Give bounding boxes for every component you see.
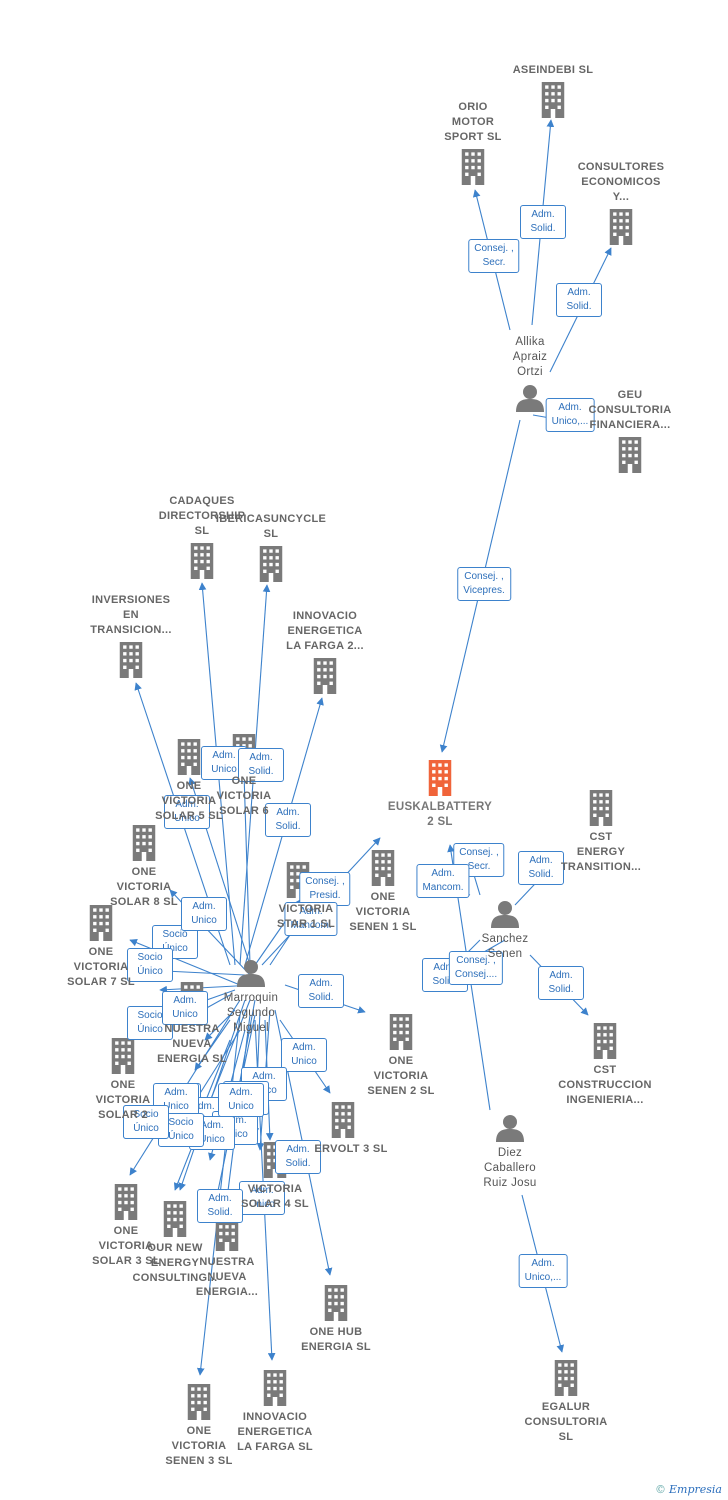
- relation-label[interactable]: Adm. Unico: [164, 795, 210, 829]
- relation-label[interactable]: Adm. Unico,...: [518, 1254, 568, 1288]
- empresia-credit: ©Empresia: [655, 1483, 722, 1496]
- consultores-label[interactable]: CONSULTORES ECONOMICOS Y...: [577, 161, 665, 203]
- building-icon[interactable]: [428, 760, 452, 796]
- relation-edge: [173, 999, 251, 1191]
- relation-label[interactable]: Adm. Mancom.: [284, 902, 338, 936]
- building-icon[interactable]: [541, 82, 565, 118]
- building-icon[interactable]: [618, 437, 642, 473]
- building-icon[interactable]: [324, 1285, 348, 1321]
- ovs8-label[interactable]: ONE VICTORIA SOLAR 8 SL: [110, 866, 178, 908]
- copyright-symbol: ©: [655, 1483, 666, 1496]
- ovsenen3-label[interactable]: ONE VICTORIA SENEN 3 SL: [165, 1425, 233, 1467]
- relation-label[interactable]: Socio Único: [127, 948, 173, 982]
- building-icon[interactable]: [177, 739, 201, 775]
- ovs6-label[interactable]: ONE VICTORIA SOLAR 6: [216, 775, 272, 817]
- person-icon[interactable]: [237, 960, 265, 987]
- ovs2-label[interactable]: ONE VICTORIA SOLAR 2: [95, 1079, 151, 1121]
- relation-label[interactable]: Adm. Mancom.: [416, 864, 470, 898]
- sanchez-label[interactable]: Sanchez Senen: [481, 933, 529, 960]
- egalur-label[interactable]: EGALUR CONSULTORIA SL: [524, 1401, 608, 1443]
- cadaques-label[interactable]: CADAQUES DIRECTORSHIP SL: [158, 495, 246, 537]
- person-icon[interactable]: [491, 901, 519, 928]
- building-icon[interactable]: [313, 658, 337, 694]
- relation-label[interactable]: Consej. , Consej....: [448, 951, 504, 985]
- cstenergy-label[interactable]: CST ENERGY TRANSITION...: [560, 831, 642, 873]
- relation-label[interactable]: Adm. Solid.: [520, 205, 566, 239]
- ervolt3-label[interactable]: ERVOLT 3 SL: [314, 1143, 388, 1155]
- geu-label[interactable]: GEU CONSULTORIA FINANCIERA...: [588, 389, 672, 431]
- building-icon[interactable]: [371, 850, 395, 886]
- relation-label[interactable]: Adm. Solid.: [298, 974, 344, 1008]
- aseindebi-label[interactable]: ASEINDEBI SL: [512, 64, 594, 76]
- relation-label[interactable]: Adm. Unico: [162, 991, 208, 1025]
- building-icon[interactable]: [190, 543, 214, 579]
- relation-label[interactable]: Adm. Solid.: [518, 851, 564, 885]
- building-icon[interactable]: [114, 1184, 138, 1220]
- relation-edge: [194, 1019, 231, 1071]
- relation-label[interactable]: Adm. Solid.: [238, 748, 284, 782]
- relation-edge: [240, 772, 251, 966]
- building-icon[interactable]: [132, 825, 156, 861]
- building-icon[interactable]: [259, 546, 283, 582]
- person-icon[interactable]: [516, 385, 544, 412]
- building-icon[interactable]: [389, 1014, 413, 1050]
- relation-edge: [204, 1009, 236, 1041]
- relation-label[interactable]: Consej. , Presid.: [299, 872, 351, 906]
- orio-label[interactable]: ORIO MOTOR SPORT SL: [444, 101, 502, 143]
- ibericasun-label[interactable]: IBERICASUNCYCLE SL: [215, 513, 327, 540]
- empresia-logo-text: Empresia: [669, 1483, 722, 1496]
- relation-label[interactable]: Adm. Solid.: [556, 283, 602, 317]
- relation-label[interactable]: Adm. Solid.: [275, 1140, 321, 1174]
- building-icon[interactable]: [119, 642, 143, 678]
- building-icon[interactable]: [263, 1370, 287, 1406]
- ovs7-label[interactable]: ONE VICTORIA SOLAR 7 SL: [67, 946, 135, 988]
- relation-label[interactable]: Socio Único: [123, 1105, 169, 1139]
- ournew-label[interactable]: OUR NEW ENERGY CONSULTING...: [132, 1242, 218, 1284]
- marroquin-label[interactable]: Marroquin Segundo Miguel: [223, 992, 279, 1034]
- relation-label[interactable]: Adm. Unico: [239, 1181, 285, 1215]
- building-icon[interactable]: [89, 905, 113, 941]
- relation-label[interactable]: Consej. , Vicepres.: [457, 567, 511, 601]
- relation-label[interactable]: Adm. Unico: [181, 897, 227, 931]
- building-icon[interactable]: [187, 1384, 211, 1420]
- relation-label[interactable]: Adm. Solid.: [538, 966, 584, 1000]
- relation-label[interactable]: Adm. Solid.: [265, 803, 311, 837]
- ovstar1-label[interactable]: VICTORIA STAR 1 SL: [276, 903, 336, 930]
- building-icon[interactable]: [461, 149, 485, 185]
- cstconst-label[interactable]: CST CONSTRUCCION INGENIERIA...: [558, 1064, 652, 1106]
- building-icon[interactable]: [609, 209, 633, 245]
- ovs3-label[interactable]: ONE VICTORIA SOLAR 3 SL: [92, 1225, 160, 1267]
- ovsenen2-label[interactable]: ONE VICTORIA SENEN 2 SL: [367, 1055, 435, 1097]
- relation-edge: [129, 939, 241, 986]
- relation-label[interactable]: Consej. , Secr.: [468, 239, 520, 273]
- nuestra2-label[interactable]: NUESTRA NUEVA ENERGIA...: [195, 1256, 259, 1298]
- relation-label[interactable]: Adm. Unico: [218, 1083, 264, 1117]
- euskalbattery-label[interactable]: EUSKALBATTERY 2 SL: [387, 801, 493, 828]
- relation-label[interactable]: Adm. Unico: [281, 1038, 327, 1072]
- building-icon[interactable]: [331, 1102, 355, 1138]
- inversiones-label[interactable]: INVERSIONES EN TRANSICION...: [90, 594, 172, 636]
- person-icon[interactable]: [496, 1115, 524, 1142]
- building-icon[interactable]: [554, 1360, 578, 1396]
- allika-label[interactable]: Allika Apraiz Ortzi: [512, 336, 548, 378]
- ovsenen1-label[interactable]: ONE VICTORIA SENEN 1 SL: [349, 891, 417, 933]
- innovacio1-label[interactable]: INNOVACIO ENERGETICA LA FARGA SL: [237, 1411, 313, 1453]
- building-icon[interactable]: [593, 1023, 617, 1059]
- diez-label[interactable]: Diez Caballero Ruiz Josu: [483, 1147, 537, 1189]
- onehub-label[interactable]: ONE HUB ENERGIA SL: [301, 1326, 371, 1353]
- relation-label[interactable]: Adm. Unico,...: [545, 398, 595, 432]
- nuestra1-label[interactable]: NUESTRA NUEVA ENERGIA SL: [157, 1023, 227, 1065]
- innovacio2-label[interactable]: INNOVACIO ENERGETICA LA FARGA 2...: [286, 610, 364, 652]
- building-icon[interactable]: [589, 790, 613, 826]
- ovs5-label[interactable]: ONE VICTORIA SOLAR 5 SL: [155, 780, 223, 822]
- relation-label[interactable]: Adm. Solid.: [197, 1189, 243, 1223]
- ovs4-label[interactable]: VICTORIA SOLAR 4 SL: [241, 1183, 309, 1210]
- relation-label[interactable]: Adm. Unico: [153, 1083, 199, 1117]
- relation-label[interactable]: Adm. Solid.: [422, 958, 468, 992]
